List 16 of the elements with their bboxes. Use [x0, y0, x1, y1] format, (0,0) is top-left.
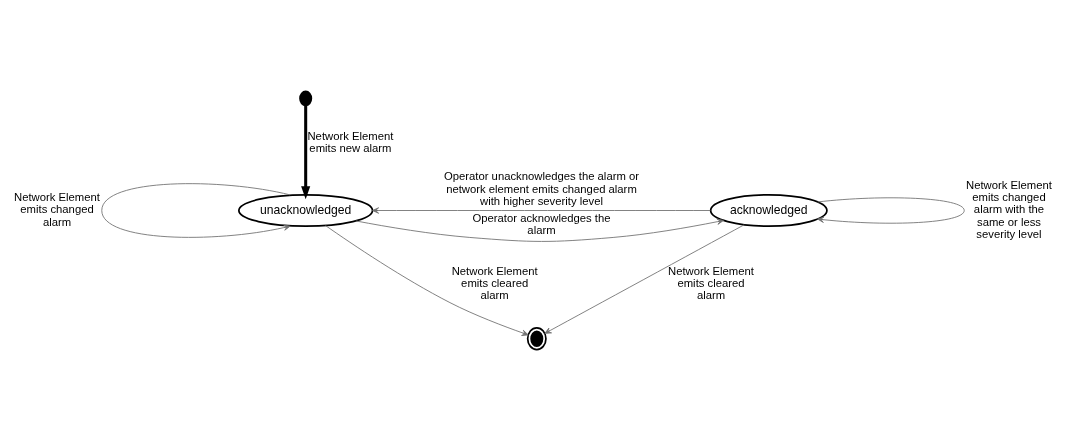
- edge-label: Network Element emits new alarm: [307, 129, 394, 154]
- arrow: [372, 207, 711, 214]
- arrow: [301, 105, 311, 200]
- edge-label: Network Element emits cleared alarm: [668, 265, 754, 302]
- arrow: [325, 225, 529, 336]
- arrow: [817, 197, 965, 224]
- node-circle: [299, 90, 313, 107]
- arrow: [101, 183, 291, 238]
- edge-label: Network Element emits changed alarm with the same or less severity level: [966, 179, 1052, 240]
- node-ellipse: unacknowledged: [238, 194, 374, 227]
- edge-label: Operator unacknowledges the alarm or network element emits changed alarm with higher severity level: [443, 170, 639, 207]
- arrow: [544, 224, 745, 334]
- edge-label: Network Element emits changed alarm: [14, 191, 100, 228]
- edge-label: Operator acknowledges the alarm: [472, 212, 611, 237]
- arrow: [355, 218, 724, 242]
- edge-label: Network Element emits cleared alarm: [451, 265, 538, 302]
